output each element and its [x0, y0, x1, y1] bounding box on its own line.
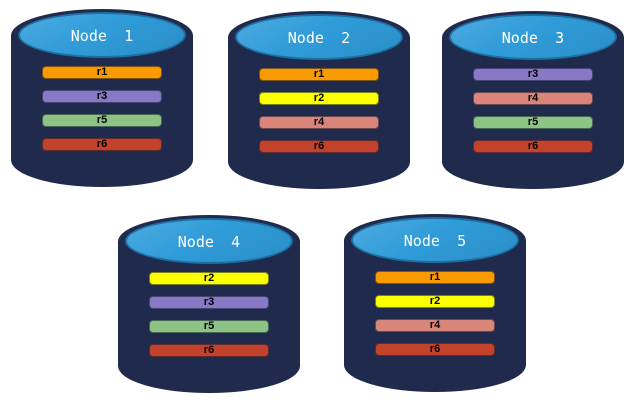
node-4-cylinder: Node 4 r2 r3 r5 r6 [118, 215, 300, 393]
replica-bar: r4 [375, 319, 495, 332]
cylinder-top-rim: Node 2 [228, 11, 410, 64]
replica-bar: r2 [149, 272, 269, 285]
replica-bar-list: r2 r3 r5 r6 [149, 272, 269, 357]
replica-bar: r6 [149, 344, 269, 357]
replica-label: r2 [203, 272, 215, 284]
replica-bar: r1 [42, 66, 162, 79]
replica-label: r4 [313, 116, 325, 128]
replica-bar-list: r1 r2 r4 r6 [375, 271, 495, 356]
node-5-cylinder: Node 5 r1 r2 r4 r6 [344, 214, 526, 392]
replica-label: r6 [527, 140, 539, 152]
replica-label: r1 [313, 68, 325, 80]
replica-label: r4 [429, 319, 441, 331]
replica-bar: r6 [375, 343, 495, 356]
replica-bar: r6 [259, 140, 379, 153]
node-title: Node 1 [70, 26, 134, 45]
replica-bar: r5 [149, 320, 269, 333]
cylinder-top-face: Node 1 [18, 12, 186, 58]
replica-bar: r6 [42, 138, 162, 151]
replica-bar-list: r1 r2 r4 r6 [259, 68, 379, 153]
cylinder-top-face: Node 4 [125, 218, 293, 264]
replica-bar: r4 [473, 92, 593, 105]
replica-label: r1 [96, 66, 108, 78]
node-1-cylinder: Node 1 r1 r3 r5 r6 [11, 9, 193, 187]
replica-bar: r3 [473, 68, 593, 81]
node-2-cylinder: Node 2 r1 r2 r4 r6 [228, 11, 410, 189]
replica-label: r3 [203, 296, 215, 308]
replica-label: r6 [429, 343, 441, 355]
cylinder-top-face: Node 2 [235, 14, 403, 60]
cylinder-top-rim: Node 5 [344, 214, 526, 267]
replica-bar: r2 [259, 92, 379, 105]
replica-label: r2 [313, 92, 325, 104]
node-3-cylinder: Node 3 r3 r4 r5 r6 [442, 11, 624, 189]
replica-label: r3 [527, 68, 539, 80]
node-title: Node 2 [287, 28, 351, 47]
replica-bar-list: r1 r3 r5 r6 [42, 66, 162, 151]
replica-label: r1 [429, 271, 441, 283]
replica-label: r3 [96, 90, 108, 102]
replica-label: r6 [203, 344, 215, 356]
replica-label: r5 [203, 320, 215, 332]
replica-bar: r1 [375, 271, 495, 284]
cylinder-top-rim: Node 1 [11, 9, 193, 62]
replica-label: r2 [429, 295, 441, 307]
cylinder-top-rim: Node 4 [118, 215, 300, 268]
replica-bar: r4 [259, 116, 379, 129]
replica-bar: r1 [259, 68, 379, 81]
replica-bar: r2 [375, 295, 495, 308]
replica-bar: r3 [42, 90, 162, 103]
replica-label: r5 [527, 116, 539, 128]
replica-label: r6 [313, 140, 325, 152]
cylinder-top-face: Node 5 [351, 217, 519, 263]
replica-bar-list: r3 r4 r5 r6 [473, 68, 593, 153]
replica-label: r5 [96, 114, 108, 126]
replica-bar: r6 [473, 140, 593, 153]
replica-bar: r5 [42, 114, 162, 127]
node-title: Node 3 [501, 28, 565, 47]
cylinder-top-rim: Node 3 [442, 11, 624, 64]
replica-bar: r3 [149, 296, 269, 309]
replica-bar: r5 [473, 116, 593, 129]
replica-label: r6 [96, 138, 108, 150]
node-title: Node 5 [403, 231, 467, 250]
node-title: Node 4 [177, 232, 241, 251]
cylinder-top-face: Node 3 [449, 14, 617, 60]
replica-label: r4 [527, 92, 539, 104]
